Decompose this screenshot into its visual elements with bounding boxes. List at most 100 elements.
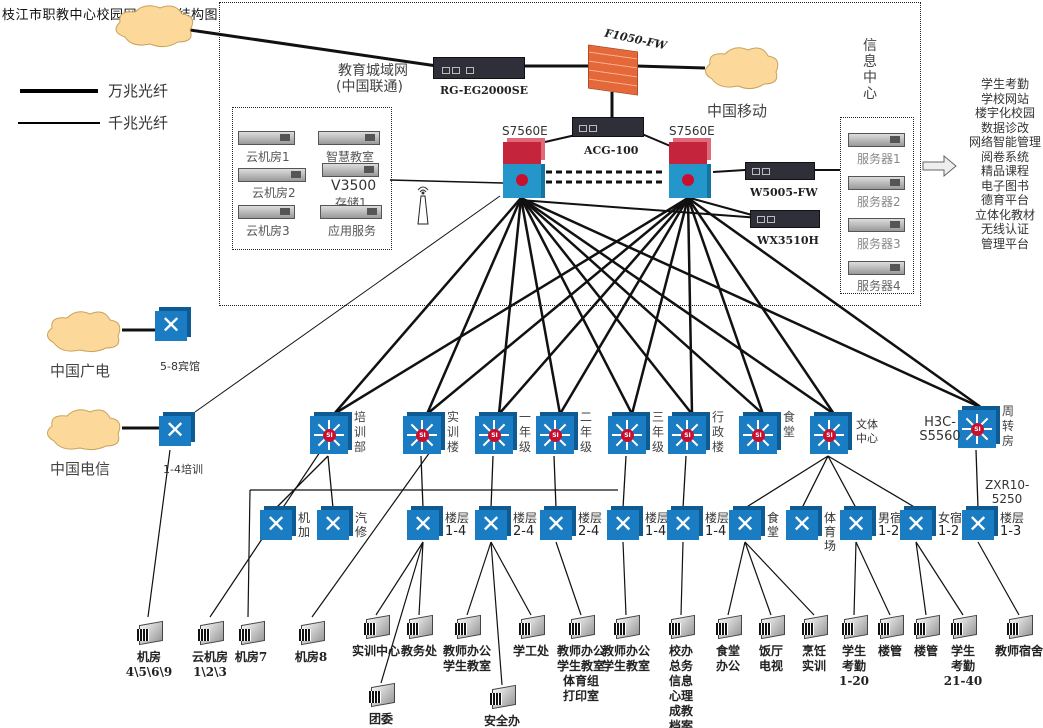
- wx3510h-icon: [750, 210, 820, 228]
- gateway-router-icon: [433, 57, 525, 79]
- link-uplink-left: [519, 197, 562, 415]
- rack-icon: [238, 205, 295, 219]
- endpoint-label: 烹饪实训: [788, 644, 840, 674]
- access-switch-range: 1-2: [938, 524, 960, 539]
- endpoint-label-line: 电视: [758, 659, 783, 673]
- endpoint-label-line: 机房7: [234, 650, 268, 664]
- workstation-icon: [453, 611, 481, 640]
- link-uplink-left: [333, 197, 522, 415]
- endpoint-label-line: 教务处: [400, 644, 437, 658]
- legend-thin-label: 千兆光纤: [108, 114, 169, 132]
- china-telecom-label: 中国电信: [50, 460, 111, 478]
- isp-switch-broadcast-icon: ✕: [155, 311, 187, 341]
- aggregation-switch-icon: SI: [403, 416, 441, 454]
- endpoint-label-line: 实训中心: [351, 644, 400, 658]
- service-item: 电子图书: [980, 178, 1029, 193]
- link-thin: [689, 197, 753, 216]
- rack-label: 云机房3: [246, 224, 290, 238]
- endpoint-label: 安全办: [476, 714, 528, 728]
- workstation-icon: [714, 611, 742, 640]
- firewall-icon: [588, 44, 638, 96]
- link-uplink-left: [520, 197, 693, 415]
- link-endpoint: [418, 541, 424, 616]
- isp-switch-telecom-icon: ✕: [159, 416, 191, 446]
- workstation-icon: [800, 611, 828, 640]
- wx3510h-label: WX3510H: [757, 234, 819, 247]
- access-switch-icon: ✕: [607, 510, 639, 540]
- link-uplink-left: [520, 196, 983, 410]
- w5005-fw-icon: [745, 162, 815, 180]
- aggregation-switch-icon: SI: [810, 416, 848, 454]
- access-switch-name: 楼层: [445, 511, 470, 525]
- link-uplink-left: [520, 196, 835, 416]
- aggregation-switch-label: 二年级: [580, 410, 593, 454]
- endpoint-label-line: 学工处: [512, 644, 549, 658]
- workstation-icon: [612, 611, 640, 640]
- endpoint-label-line: 教师宿舍: [994, 644, 1043, 658]
- service-item: 数据诊改: [980, 120, 1029, 135]
- server-label: 服务器4: [857, 279, 901, 293]
- link-uplink-left: [425, 197, 523, 415]
- link-endpoint: [855, 541, 891, 616]
- access-switch-icon: ✕: [729, 510, 761, 540]
- link-endpoint: [744, 541, 815, 616]
- endpoint-label: 楼管: [900, 644, 952, 659]
- server-label: 服务器2: [857, 195, 901, 209]
- workstation-icon: [405, 611, 433, 640]
- access-switch-label: 食堂: [767, 511, 780, 539]
- link-access: [827, 455, 917, 509]
- endpoint-label-line: 打印室: [562, 689, 599, 703]
- endpoint-label-line: 学生教室: [442, 659, 491, 673]
- endpoint-label-line: 教师办公: [556, 644, 605, 658]
- china-broadcast-cloud-icon: [47, 311, 121, 353]
- workstation-icon: [567, 611, 595, 640]
- aggregation-switch-label: 三年级: [652, 410, 665, 454]
- endpoint-label-line: 心理: [668, 689, 693, 703]
- link-uplink-right: [630, 197, 690, 415]
- endpoint-label-line: 云机房: [191, 650, 228, 664]
- endpoint-label-line: 教师办公: [601, 644, 650, 658]
- link-endpoint: [977, 541, 1020, 616]
- link-endpoint: [490, 541, 503, 686]
- access-switch-range: 1-4: [705, 524, 727, 539]
- access-switch-name: 楼层: [705, 511, 730, 525]
- aggregation-switch-icon: SI: [608, 416, 646, 454]
- link-endpoint: [680, 541, 684, 616]
- info-center-box: [219, 2, 921, 306]
- core-right-label: S7560E: [669, 124, 715, 138]
- core-switch-left-icon: [503, 142, 541, 198]
- aggregation-switch-icon: SI: [536, 416, 574, 454]
- link-endpoint: [380, 541, 424, 684]
- link-thin: [712, 169, 746, 173]
- endpoint-label-line: 校办: [668, 644, 693, 658]
- access-switch-range: 1-2: [878, 524, 900, 539]
- endpoint-label-line: 办公: [715, 659, 740, 673]
- services-list: 学生考勤学校网站楼宇化校园数据诊改网络智能管理阅卷系统精品课程电子图书德育平台立…: [960, 77, 1043, 251]
- endpoint-label: 食堂办公: [702, 644, 754, 674]
- link-uplink-right: [686, 197, 694, 415]
- link-uplink-right: [558, 197, 690, 415]
- link-endpoint: [744, 541, 772, 616]
- endpoint-label-line: 饭厅: [758, 644, 783, 658]
- legend-thin-line: [18, 122, 100, 124]
- aggregation-switch-label: 食堂: [783, 410, 796, 439]
- link-thin: [389, 179, 504, 184]
- workstation-icon: [876, 611, 904, 640]
- link-access: [553, 455, 557, 509]
- endpoint-label-line: 成教: [668, 704, 693, 718]
- rack-label: V3500: [331, 178, 377, 194]
- endpoint-label: 教师办公学生教室: [441, 644, 493, 674]
- link-uplink-right: [498, 197, 689, 415]
- access-switch-icon: ✕: [407, 510, 439, 540]
- link-access: [975, 449, 979, 509]
- service-item: 网络智能管理: [968, 135, 1041, 149]
- core-left-label: S7560E: [502, 124, 548, 138]
- access-switch-range: 2-4: [513, 524, 535, 539]
- link-access: [490, 455, 494, 509]
- aggregation-switch-label: 周转房: [1002, 404, 1015, 448]
- access-switch-name: 女宿: [938, 511, 963, 525]
- rack-icon: [318, 131, 380, 145]
